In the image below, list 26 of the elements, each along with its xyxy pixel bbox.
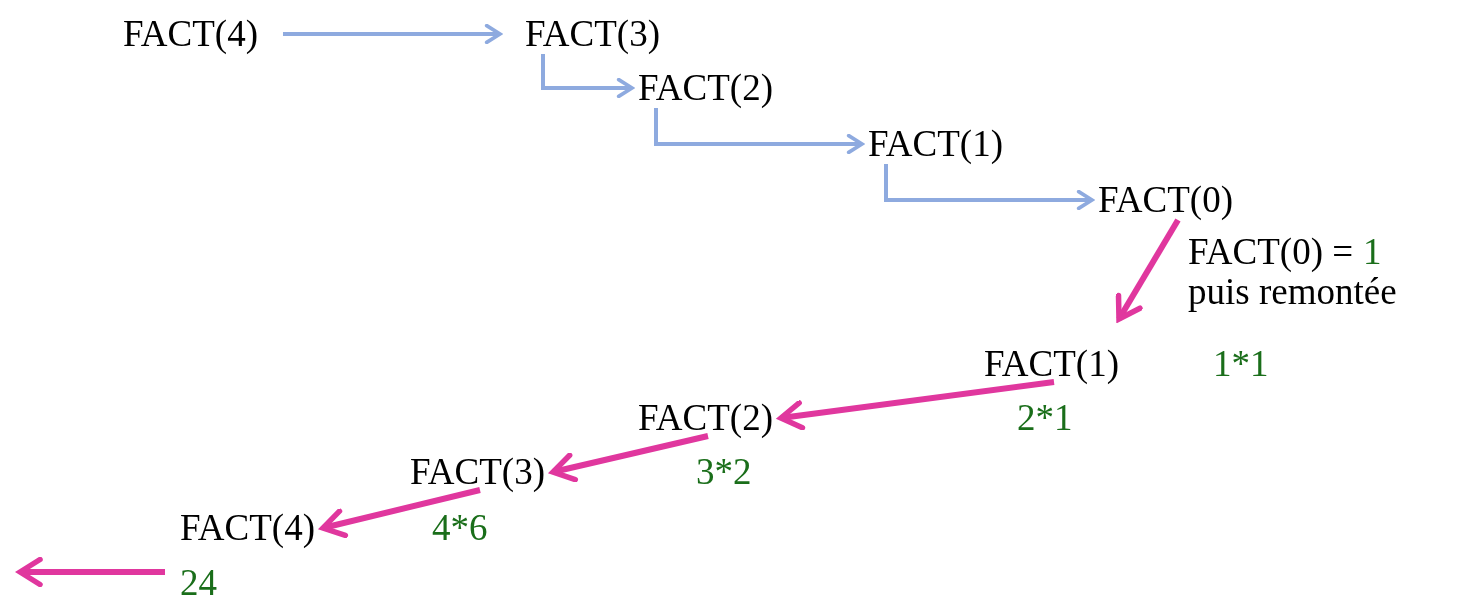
function-call-label: FACT(1)	[868, 124, 1003, 164]
computation-label: 4*6	[432, 508, 488, 548]
node-text: FACT(0) =	[1188, 232, 1354, 272]
function-call-label: FACT(1)	[984, 344, 1119, 384]
arrow	[654, 108, 864, 155]
function-call-label: FACT(4)	[123, 14, 258, 54]
arrow	[1115, 218, 1181, 322]
function-call-label: FACT(3)	[410, 452, 545, 492]
computation-label: 2*1	[1017, 398, 1073, 438]
function-call-label: FACT(4)	[180, 508, 315, 548]
computation-label: 1*1	[1213, 344, 1269, 384]
arrow	[17, 556, 165, 588]
node-text: puis remontée	[1188, 272, 1397, 312]
function-call-label: FACT(2)	[638, 68, 773, 108]
arrow	[320, 487, 481, 539]
arrow	[541, 54, 634, 99]
arrow	[884, 164, 1094, 211]
function-call-label: FACT(3)	[525, 14, 660, 54]
function-call-label: FACT(0)	[1098, 180, 1233, 220]
arrow	[778, 379, 1055, 431]
computation-label: 3*2	[696, 452, 752, 492]
computation-label: 24	[180, 563, 217, 603]
arrow	[550, 433, 709, 483]
arrow	[283, 23, 502, 45]
function-call-label: FACT(2)	[638, 398, 773, 438]
result-value: 1	[1363, 232, 1382, 272]
